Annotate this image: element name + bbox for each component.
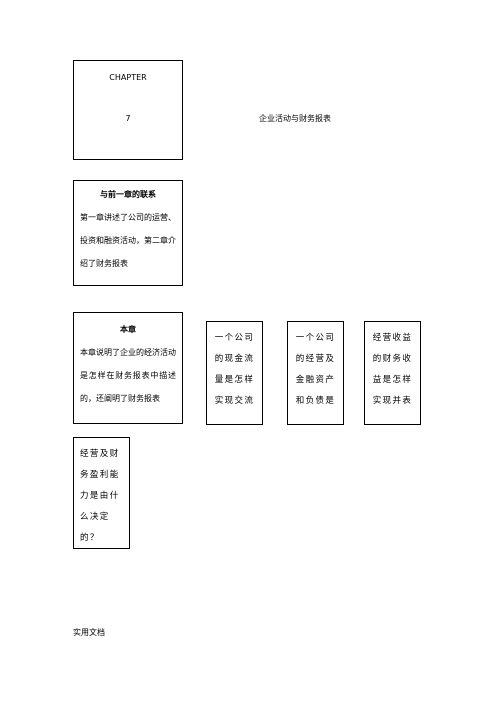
chapter-title: 企业活动与财务报表	[259, 114, 331, 123]
chapter-label: CHAPTER	[109, 73, 147, 82]
previous-chapter-box: 与前一章的联系 第一章讲述了公司的运营、投资和融资活动，第二章介绍了财务报表	[73, 180, 183, 286]
this-chapter-box: 本章 本章说明了企业的经济活动是怎样在财务报表中描述的，还阐明了财务报表	[73, 312, 183, 424]
question-box-profitability: 经营及财务盈利能力是由什么决定的？	[73, 437, 130, 549]
previous-chapter-text: 第一章讲述了公司的运营、投资和融资活动，第二章介绍了财务报表	[80, 213, 176, 268]
chapter-number: 7	[125, 114, 131, 123]
footer-text: 实用文档	[73, 628, 105, 637]
question-box-cash-flow: 一个公司的现金流量是怎样实现交流	[206, 321, 263, 425]
question-box-assets-liabilities: 一个公司的经营及金融资产和负债是	[287, 321, 344, 425]
previous-chapter-heading: 与前一章的联系	[100, 190, 156, 199]
question-box-operating-income: 经营收益的财务收益是怎样实现并表	[364, 321, 421, 425]
chapter-card: CHAPTER 7	[73, 60, 183, 160]
this-chapter-heading: 本章	[120, 325, 136, 334]
this-chapter-text: 本章说明了企业的经济活动是怎样在财务报表中描述的，还阐明了财务报表	[80, 348, 176, 403]
